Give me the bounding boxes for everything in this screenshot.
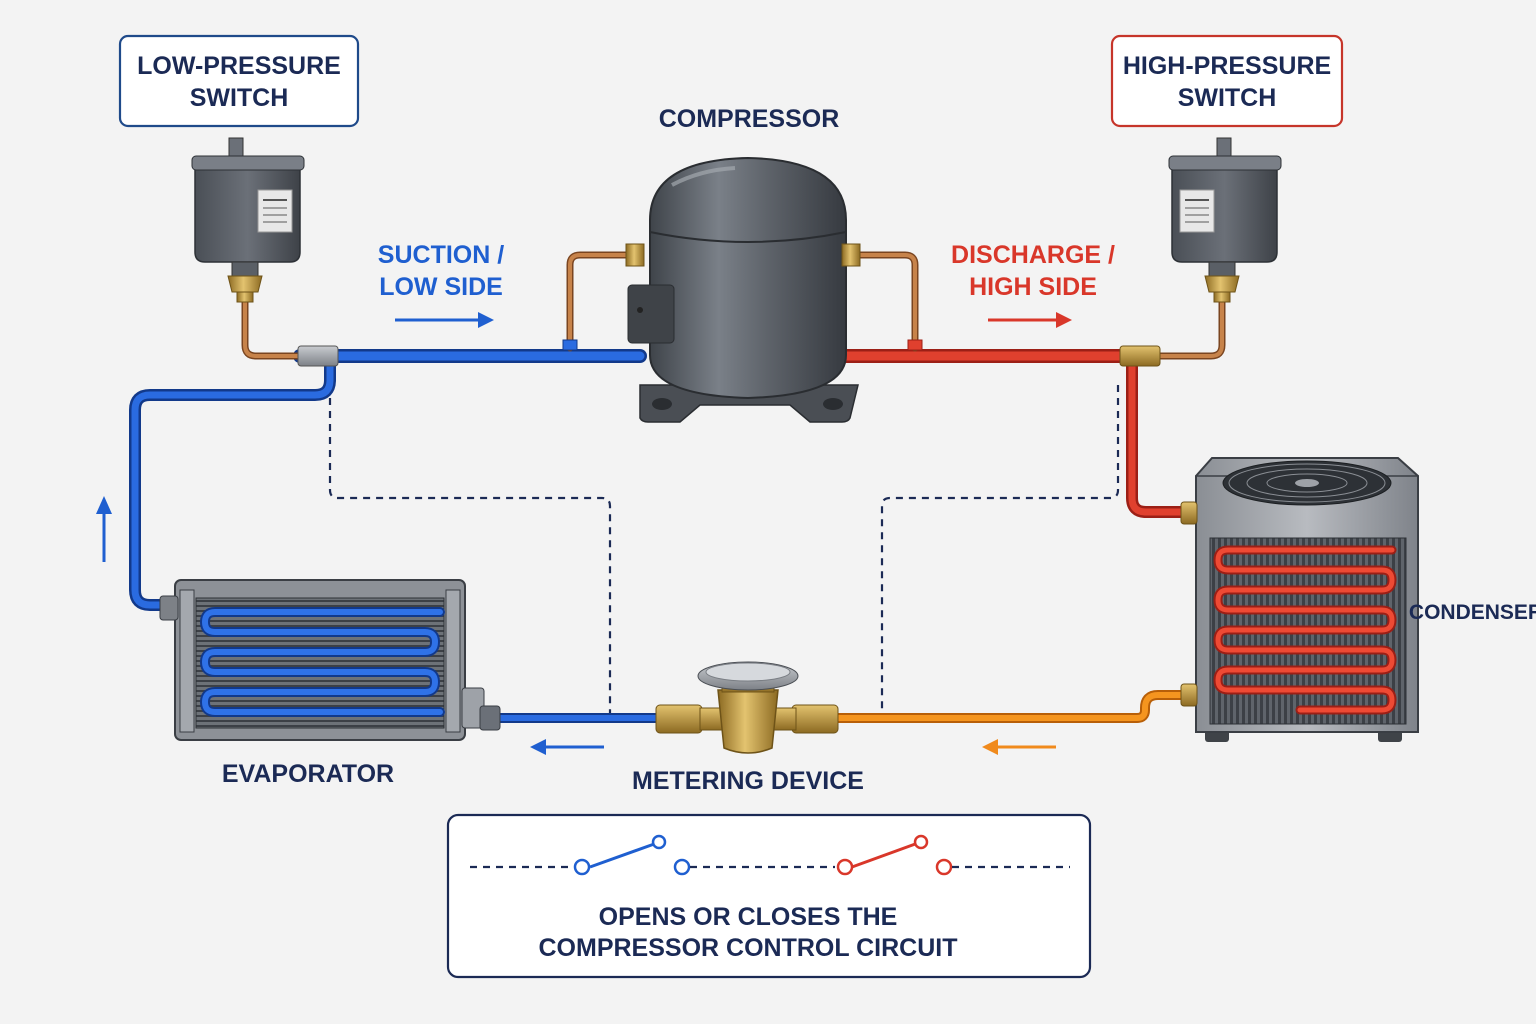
- discharge-label-line1: DISCHARGE /: [951, 241, 1115, 269]
- expansion-valve-icon: [655, 661, 839, 754]
- legend-box: [446, 813, 1092, 979]
- evaporator-outlet-arrow-icon: [96, 496, 112, 562]
- discharge-label-line2: HIGH SIDE: [969, 273, 1097, 301]
- condenser-label: CONDENSER: [1409, 601, 1536, 624]
- high-pressure-switch-label-line2: SWITCH: [1178, 84, 1277, 112]
- discharge-annotation: DISCHARGE / HIGH SIDE: [951, 241, 1115, 328]
- compressor: COMPRESSOR: [625, 105, 861, 423]
- legend-caption-line1: OPENS OR CLOSES THE: [599, 903, 898, 931]
- discharge-tee-fitting: [1119, 345, 1161, 367]
- evaporator-label: EVAPORATOR: [222, 760, 394, 788]
- suction-tee-fitting: [297, 345, 339, 367]
- suction-port: [562, 339, 578, 351]
- compressor-discharge-stub-outline: [851, 251, 919, 352]
- high-pressure-control-wire: [880, 385, 1120, 715]
- discharge-flow-arrow-icon: [988, 312, 1072, 328]
- liquid-line-arrow-icon: [982, 739, 1056, 755]
- suction-annotation: SUCTION / LOW SIDE: [378, 241, 504, 328]
- condenser-inlet-line: [1128, 356, 1189, 516]
- low-pressure-switch: LOW-PRESSURE SWITCH: [118, 34, 360, 303]
- compressor-discharge-stub: [853, 253, 917, 350]
- low-pressure-switch-label-line2: SWITCH: [190, 84, 289, 112]
- evaporator-outlet-line: [131, 356, 334, 609]
- control-circuit-wires: [328, 385, 1120, 715]
- evaporator-inlet-arrow-icon: [530, 739, 604, 755]
- liquid-line: [832, 692, 1188, 721]
- high-pressure-switch-label-box: [1110, 34, 1344, 128]
- metering-device-label: METERING DEVICE: [632, 767, 864, 795]
- fittings: [297, 339, 1161, 367]
- hermetic-compressor-icon: [625, 156, 861, 423]
- discharge-port: [907, 339, 923, 351]
- low-switch-capillary-outline: [241, 296, 304, 360]
- suction-label-line1: SUCTION /: [378, 241, 504, 269]
- evaporator: EVAPORATOR: [159, 579, 604, 788]
- condenser: CONDENSER: [982, 457, 1536, 755]
- metering-device: METERING DEVICE: [632, 661, 864, 795]
- condenser-inlet-outline: [1126, 354, 1191, 518]
- high-pressure-switch-label-line1: HIGH-PRESSURE: [1123, 52, 1331, 80]
- condensing-unit-fan-icon: [1180, 457, 1419, 742]
- high-switch-capillary-outline: [1146, 296, 1226, 360]
- high-pressure-switch: HIGH-PRESSURE SWITCH: [1110, 34, 1344, 303]
- compressor-suction-stub: [568, 253, 632, 350]
- legend-caption-line2: COMPRESSOR CONTROL CIRCUIT: [539, 934, 958, 962]
- low-pressure-switch-label-box: [118, 34, 360, 128]
- legend: OPENS OR CLOSES THE COMPRESSOR CONTROL C…: [446, 813, 1092, 979]
- suction-flow-arrow-icon: [395, 312, 494, 328]
- pressure-switch-icon: [191, 137, 305, 303]
- low-switch-capillary: [243, 298, 302, 358]
- compressor-suction-stub-outline: [566, 251, 634, 352]
- legend-switch-symbols: [470, 834, 1070, 876]
- pressure-switch-icon: [1168, 137, 1282, 303]
- suction-label-line2: LOW SIDE: [379, 273, 503, 301]
- compressor-label: COMPRESSOR: [659, 105, 840, 133]
- high-switch-capillary: [1148, 298, 1224, 358]
- piping: [129, 251, 1226, 723]
- low-pressure-control-wire: [328, 385, 612, 715]
- high-switch-blade: [851, 841, 919, 869]
- low-pressure-switch-label-line1: LOW-PRESSURE: [137, 52, 341, 80]
- liquid-line-outline: [830, 690, 1190, 723]
- coil-heat-exchanger-icon: [159, 579, 501, 741]
- low-switch-blade: [589, 841, 658, 869]
